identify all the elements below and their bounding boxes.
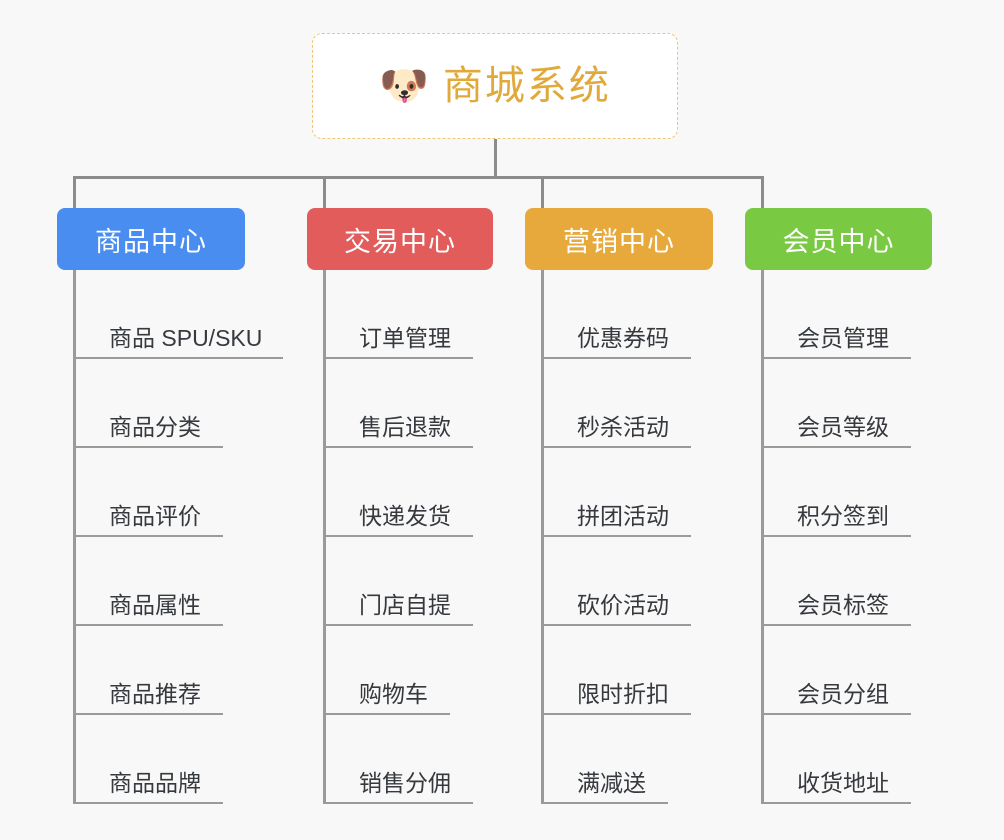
root-stem-line <box>494 139 497 176</box>
branch-spine-member-center <box>761 270 764 804</box>
branch-spine-trade-center <box>323 270 326 804</box>
category-box-product-center[interactable]: 商品中心 <box>57 208 245 270</box>
leaf-item[interactable]: 商品品牌 <box>73 715 223 804</box>
leaf-item[interactable]: 商品属性 <box>73 537 223 626</box>
leaf-item-label: 会员管理 <box>797 324 889 351</box>
root-node[interactable]: 🐶 商城系统 <box>312 33 678 139</box>
leaf-item-label: 限时折扣 <box>577 680 669 707</box>
leaf-item-label: 商品属性 <box>109 591 201 618</box>
category-box-trade-center[interactable]: 交易中心 <box>307 208 493 270</box>
branch-drop-line-trade-center <box>323 176 326 208</box>
branch-bus-line <box>73 176 764 179</box>
leaf-item[interactable]: 会员分组 <box>761 626 911 715</box>
branch-spine-marketing-center <box>541 270 544 804</box>
leaf-item[interactable]: 商品评价 <box>73 448 223 537</box>
leaf-item-label: 商品分类 <box>109 413 201 440</box>
leaf-item-label: 会员标签 <box>797 591 889 618</box>
leaf-item-label: 满减送 <box>577 769 646 796</box>
leaf-item[interactable]: 会员标签 <box>761 537 911 626</box>
leaf-item[interactable]: 满减送 <box>541 715 668 804</box>
leaf-item[interactable]: 购物车 <box>323 626 450 715</box>
leaf-item-label: 会员等级 <box>797 413 889 440</box>
leaf-item[interactable]: 砍价活动 <box>541 537 691 626</box>
branch-drop-line-product-center <box>73 176 76 208</box>
leaf-item[interactable]: 售后退款 <box>323 359 473 448</box>
leaf-item[interactable]: 收货地址 <box>761 715 911 804</box>
leaf-item[interactable]: 门店自提 <box>323 537 473 626</box>
leaf-item-label: 购物车 <box>359 680 428 707</box>
leaf-item[interactable]: 快递发货 <box>323 448 473 537</box>
leaf-item-label: 快递发货 <box>359 502 451 529</box>
leaf-item[interactable]: 会员等级 <box>761 359 911 448</box>
leaf-item[interactable]: 秒杀活动 <box>541 359 691 448</box>
category-box-marketing-center[interactable]: 营销中心 <box>525 208 713 270</box>
leaf-item-label: 商品品牌 <box>109 769 201 796</box>
leaf-item[interactable]: 销售分佣 <box>323 715 473 804</box>
leaf-item-label: 优惠券码 <box>577 324 669 351</box>
leaf-item[interactable]: 会员管理 <box>761 270 911 359</box>
leaf-item[interactable]: 商品分类 <box>73 359 223 448</box>
root-title: 商城系统 <box>442 64 611 108</box>
leaf-item[interactable]: 商品 SPU/SKU <box>73 270 283 359</box>
leaf-item[interactable]: 限时折扣 <box>541 626 691 715</box>
shiba-dog-face-icon: 🐶 <box>379 64 429 108</box>
leaf-item-label: 商品推荐 <box>109 680 201 707</box>
leaf-item-label: 销售分佣 <box>359 769 451 796</box>
leaf-item-label: 秒杀活动 <box>577 413 669 440</box>
leaf-item-label: 拼团活动 <box>577 502 669 529</box>
leaf-item-label: 售后退款 <box>359 413 451 440</box>
category-box-member-center[interactable]: 会员中心 <box>745 208 932 270</box>
leaf-item-label: 会员分组 <box>797 680 889 707</box>
branch-drop-line-marketing-center <box>541 176 544 208</box>
leaf-item[interactable]: 订单管理 <box>323 270 473 359</box>
leaf-item-label: 积分签到 <box>797 502 889 529</box>
leaf-item-label: 门店自提 <box>359 591 451 618</box>
leaf-item-label: 商品评价 <box>109 502 201 529</box>
leaf-item-label: 砍价活动 <box>577 591 669 618</box>
branch-spine-product-center <box>73 270 76 804</box>
leaf-item[interactable]: 拼团活动 <box>541 448 691 537</box>
leaf-item[interactable]: 积分签到 <box>761 448 911 537</box>
branch-drop-line-member-center <box>761 176 764 208</box>
leaf-item[interactable]: 商品推荐 <box>73 626 223 715</box>
leaf-item-label: 商品 SPU/SKU <box>109 324 263 351</box>
leaf-item[interactable]: 优惠券码 <box>541 270 691 359</box>
leaf-item-label: 订单管理 <box>359 324 451 351</box>
leaf-item-label: 收货地址 <box>797 769 889 796</box>
